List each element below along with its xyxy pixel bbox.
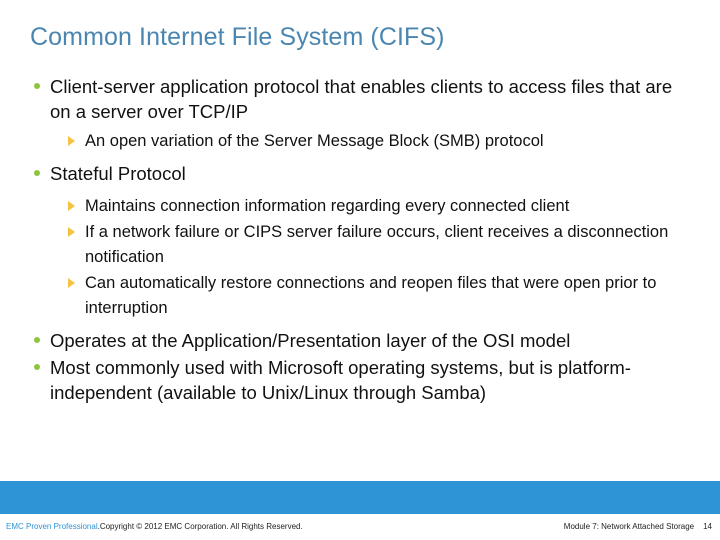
bullet-text: Stateful Protocol <box>50 163 186 184</box>
bullet-dot-icon <box>34 170 40 176</box>
footer-copyright-text: .Copyright © 2012 EMC Corporation. All R… <box>97 522 303 531</box>
sub-bullet-item: Can automatically restore connections an… <box>30 271 695 321</box>
footer-accent-bar <box>0 481 720 514</box>
sub-bullet-item: An open variation of the Server Message … <box>30 129 695 154</box>
bullet-item: Client-server application protocol that … <box>30 74 695 124</box>
arrow-right-icon <box>68 201 75 211</box>
page-title: Common Internet File System (CIFS) <box>30 23 445 51</box>
bullet-item: Operates at the Application/Presentation… <box>30 328 695 353</box>
bullet-text: Most commonly used with Microsoft operat… <box>50 357 631 403</box>
footer-module-info: Module 7: Network Attached Storage 14 <box>564 522 712 532</box>
footer-copyright: EMC Proven Professional.Copyright © 2012… <box>6 522 303 532</box>
sub-bullet-text: Maintains connection information regardi… <box>85 197 570 215</box>
sub-bullet-text: If a network failure or CIPS server fail… <box>85 223 669 266</box>
slide-body: Client-server application protocol that … <box>30 74 695 407</box>
bullet-dot-icon <box>34 83 40 89</box>
footer-brand: EMC Proven Professional <box>6 522 98 531</box>
footer-module-label: Module 7: Network Attached Storage <box>563 522 695 531</box>
footer-strip <box>0 514 720 540</box>
bullet-text: Operates at the Application/Presentation… <box>50 330 571 351</box>
sub-bullet-text: An open variation of the Server Message … <box>85 132 544 150</box>
sub-bullet-text: Can automatically restore connections an… <box>85 274 657 317</box>
arrow-right-icon <box>68 227 75 237</box>
bullet-text: Client-server application protocol that … <box>50 76 673 122</box>
arrow-right-icon <box>68 136 75 146</box>
bullet-dot-icon <box>34 364 40 370</box>
arrow-right-icon <box>68 278 75 288</box>
slide-page-number: 14 <box>703 522 712 531</box>
sub-bullet-item: If a network failure or CIPS server fail… <box>30 220 695 270</box>
bullet-item: Most commonly used with Microsoft operat… <box>30 355 695 405</box>
bullet-item: Stateful Protocol <box>30 161 695 186</box>
bullet-dot-icon <box>34 337 40 343</box>
sub-bullet-item: Maintains connection information regardi… <box>30 194 695 219</box>
